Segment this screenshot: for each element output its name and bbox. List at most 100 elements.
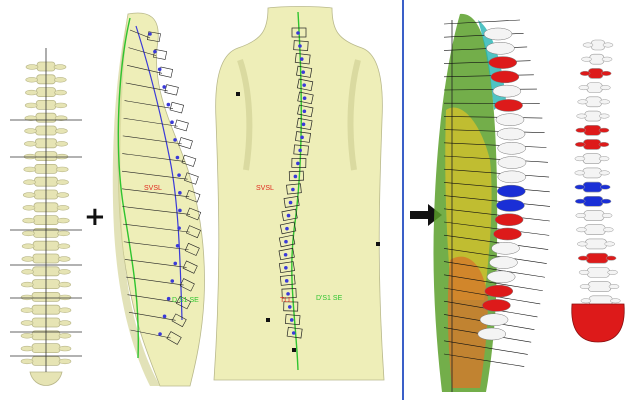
back-landmark-dot: [302, 109, 307, 114]
risk-process-right: [600, 198, 612, 204]
back-vertebra-box: [284, 314, 301, 325]
risk-process-right: [599, 99, 610, 105]
side-landmark-dot: [166, 102, 171, 107]
side-landmark-dot: [173, 138, 177, 142]
side-ray: [124, 100, 174, 109]
overlay-ray: [443, 234, 549, 250]
side-landmark-box: [171, 313, 187, 328]
side-ray: [121, 170, 188, 180]
back-landmark-dot: [283, 252, 288, 257]
vertebra-process-right: [53, 64, 67, 70]
vertebra-process-left: [22, 205, 36, 211]
risk-process-left: [580, 298, 592, 304]
risk-process-right: [601, 56, 613, 62]
vertebra-process-left: [24, 102, 38, 109]
vertebra-process-left: [24, 141, 37, 147]
side-ray: [123, 117, 178, 127]
back-vertebra-box: [294, 53, 311, 65]
side-view-spine-curve: [135, 25, 183, 321]
back-vertebra-box: [283, 301, 299, 312]
vertebra-process-right: [58, 358, 72, 365]
back-vertebra-box: [296, 65, 313, 78]
side-ray: [125, 82, 168, 92]
side-ray: [128, 47, 157, 56]
risk-process-right: [601, 213, 613, 218]
risk-process-right: [599, 184, 611, 190]
side-landmark-dot: [175, 155, 180, 160]
risk-process-left: [579, 70, 591, 76]
overlay-ray: [443, 182, 550, 193]
back-landmark-dot: [286, 213, 291, 218]
vertebra-process-right: [54, 102, 68, 109]
risk-process-left: [577, 255, 589, 261]
risk-process-right: [608, 284, 620, 290]
overlay-ray: [443, 155, 548, 163]
side-ray: [122, 206, 191, 215]
side-landmark-box: [186, 207, 202, 221]
back-view-vertebra-chain: [236, 27, 380, 352]
risk-process-left: [577, 241, 588, 247]
vertebra-process-left: [21, 281, 34, 288]
side-ray: [129, 29, 151, 39]
risk-vertebra: [585, 252, 609, 264]
side-landmark-box: [166, 331, 182, 345]
back-landmark-dot: [285, 226, 289, 231]
back-vertebra-box: [283, 195, 300, 208]
back-view-panel: SVSL TLL D'S1 SE: [213, 6, 385, 381]
vertebra-process-left: [20, 358, 34, 365]
overlay-ray: [443, 195, 551, 207]
side-ray: [127, 294, 181, 304]
side-landmark-dot: [162, 85, 167, 89]
overlay-vertebra: [492, 84, 522, 98]
overlay-ray: [443, 221, 550, 236]
vertebra-process-right: [55, 153, 69, 160]
side-landmark-box: [185, 189, 201, 203]
risk-process-right: [604, 241, 615, 247]
side-view-measurement-lines: [121, 29, 191, 339]
overlay-vertebra: [497, 170, 527, 184]
risk-process-right: [598, 142, 610, 147]
side-ray: [126, 65, 163, 74]
overlay-ray: [443, 88, 537, 91]
sacrum: [29, 371, 63, 386]
side-landmark-dot: [178, 191, 182, 195]
vertebra-process-right: [55, 141, 68, 147]
overlay-vertebra: [494, 99, 523, 112]
back-landmark-dot: [296, 161, 300, 166]
overlay-ray: [443, 208, 550, 222]
vertebra-process-right: [57, 230, 70, 237]
vertebral-level-lines: [10, 119, 82, 357]
overlay-ray: [443, 261, 545, 278]
vertebra-process-right: [56, 192, 70, 198]
vertebra-process-right: [55, 166, 69, 173]
back-vertebra-box: [295, 131, 311, 143]
back-vertebra-box: [281, 288, 297, 299]
risk-vertebra: [582, 139, 602, 150]
overlay-ray: [443, 74, 534, 78]
overlay-vertebra: [497, 156, 527, 169]
vertebra-process-left: [20, 294, 34, 301]
back-vertebra-box: [288, 170, 304, 182]
overlay-vertebra: [486, 270, 516, 284]
back-marker: [236, 92, 240, 96]
overlay-vertebra: [490, 70, 520, 84]
side-landmark-dot: [162, 314, 167, 319]
side-ray: [122, 223, 190, 233]
back-landmark-dot: [291, 331, 296, 335]
overlay-vertebra: [482, 299, 511, 312]
risk-vertebra: [582, 196, 604, 207]
back-vertebra-box: [281, 208, 298, 222]
side-landmark-box: [146, 31, 161, 43]
back-landmark-dot: [298, 148, 302, 153]
vertebra-process-right: [58, 269, 71, 275]
back-view-tag-a: TLL: [280, 297, 292, 304]
overlay-ray: [443, 142, 547, 148]
risk-process-left: [575, 198, 586, 204]
risk-vertebra: [582, 181, 603, 193]
risk-vertebra: [583, 210, 605, 221]
vertebra-process-right: [56, 217, 70, 224]
vertebra-process-left: [22, 230, 35, 237]
back-landmark-dot: [286, 292, 290, 296]
risk-process-right: [599, 113, 610, 119]
